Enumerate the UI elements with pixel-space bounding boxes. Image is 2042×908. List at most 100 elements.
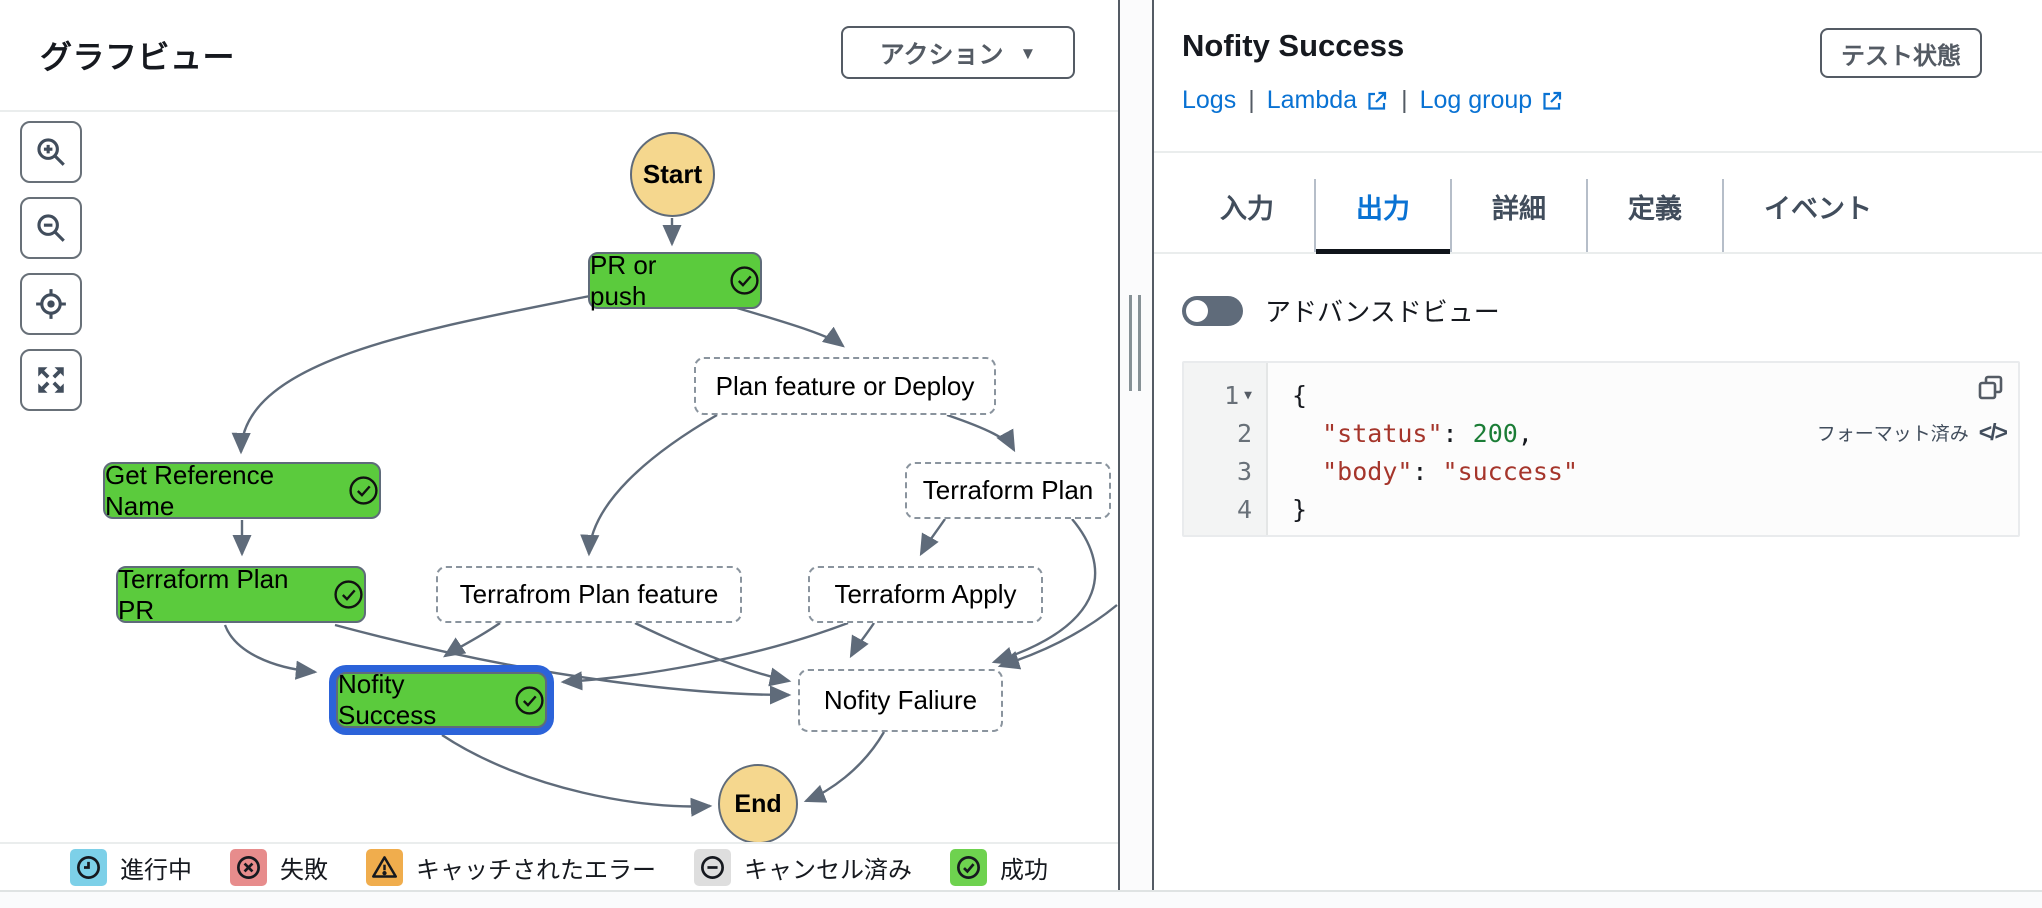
graph-node-terraform-plan-pr[interactable]: Terraform Plan PR (116, 563, 366, 625)
logs-link[interactable]: Logs (1182, 86, 1237, 114)
tab-details[interactable]: 詳細 (1450, 179, 1586, 252)
header-divider (1154, 151, 2042, 153)
test-state-button[interactable]: テスト状態 (1820, 28, 1982, 78)
lambda-link-label: Lambda (1266, 86, 1358, 114)
node-label: Terrafrom Plan feature (459, 579, 719, 609)
legend-item-in-progress: 進行中 (70, 848, 192, 886)
caught-error-icon (366, 848, 403, 886)
bottom-scroll-strip[interactable] (0, 890, 2042, 908)
zoom-in-icon (37, 138, 65, 166)
legend-label: 成功 (1000, 856, 1048, 884)
external-link-icon (1543, 91, 1562, 110)
graph-node-terrafrom-plan-feature[interactable]: Terrafrom Plan feature (436, 566, 742, 623)
code-line: } (1292, 494, 1308, 524)
log-group-link-label: Log group (1419, 86, 1533, 114)
panel-splitter (1118, 0, 1154, 890)
node-label: End (734, 789, 782, 818)
code-line: { (1292, 380, 1308, 410)
json-code[interactable]: { "status": 200, "body": "success" } (1268, 363, 2018, 535)
advanced-view-row: アドバンスドビュー (1182, 292, 2012, 329)
copy-icon (1978, 375, 2003, 400)
node-label: Terraform Plan (922, 475, 1094, 505)
legend-item-failed: 失敗 (230, 848, 328, 886)
link-separator: | (1248, 86, 1255, 114)
external-link-icon (1368, 91, 1387, 110)
zoom-toolbar (20, 121, 82, 411)
node-label: Nofity Faliure (823, 685, 978, 715)
in-progress-icon (70, 848, 107, 886)
graph-node-plan-feature-or-deploy[interactable]: Plan feature or Deploy (694, 357, 996, 415)
output-tab-content: アドバンスドビュー 1 ▼ 2 3 4 { "status": (1154, 254, 2042, 537)
center-graph-button[interactable] (20, 273, 82, 335)
workflow-graph-canvas[interactable]: Start PR or push Plan feature or Deploy … (0, 112, 1118, 842)
node-label: Terraform Apply (834, 579, 1017, 609)
state-details-panel: Nofity Success テスト状態 Logs | Lambda | Log… (1154, 0, 2042, 890)
zoom-in-button[interactable] (20, 121, 82, 183)
success-check-icon (514, 685, 545, 716)
node-label: Nofity Success (338, 669, 437, 730)
graph-node-pr-or-push[interactable]: PR or push (588, 249, 762, 311)
line-number: 2 (1236, 418, 1252, 448)
chevron-down-icon: ▼ (1019, 43, 1037, 63)
graph-view-header: グラフビュー アクション ▼ (0, 0, 1118, 112)
graph-node-terraform-plan[interactable]: Terraform Plan (905, 462, 1111, 519)
tab-output[interactable]: 出力 (1314, 179, 1450, 254)
code-line: "status": 200, (1322, 418, 1533, 448)
failed-icon (230, 848, 267, 886)
legend-label: キャッチされたエラー (416, 856, 656, 884)
line-number: 4 (1236, 494, 1252, 524)
details-tabs: 入力 出力 詳細 定義 イベント (1154, 153, 2042, 254)
advanced-view-label: アドバンスドビュー (1265, 297, 1500, 327)
fit-view-button[interactable] (20, 349, 82, 411)
node-label: Start (642, 159, 703, 189)
fit-view-icon (38, 367, 64, 393)
node-label: Plan feature or Deploy (715, 370, 975, 401)
json-output-viewer: 1 ▼ 2 3 4 { "status": 200, "body": "succ… (1182, 361, 2020, 537)
success-icon (950, 848, 987, 886)
graph-view-panel: グラフビュー アクション ▼ (0, 0, 1118, 890)
line-number[interactable]: 1 ▼ (1184, 376, 1266, 414)
graph-node-terraform-apply[interactable]: Terraform Apply (808, 566, 1043, 623)
success-check-icon (729, 265, 760, 296)
node-label: Terraform Plan PR (118, 563, 289, 625)
splitter-drag-handle[interactable] (1129, 295, 1141, 391)
legend-item-caught-error: キャッチされたエラー (366, 848, 656, 886)
node-label: PR or push (590, 249, 657, 311)
success-check-icon (333, 579, 364, 610)
lambda-link[interactable]: Lambda (1267, 86, 1389, 115)
state-title: Nofity Success (1182, 28, 1405, 63)
line-number-text: 1 (1224, 380, 1240, 410)
graph-node-get-reference-name[interactable]: Get Reference Name (103, 459, 381, 521)
legend-item-cancelled: キャンセル済み (694, 848, 912, 886)
graph-node-nofity-faliure[interactable]: Nofity Faliure (798, 669, 1003, 732)
tab-events[interactable]: イベント (1722, 179, 1912, 252)
link-separator: | (1401, 86, 1408, 114)
graph-node-end[interactable]: End (718, 764, 798, 842)
graph-node-nofity-success[interactable]: Nofity Success (336, 669, 547, 730)
zoom-out-button[interactable] (20, 197, 82, 259)
legend-label: 失敗 (280, 856, 328, 884)
state-details-header: Nofity Success テスト状態 Logs | Lambda | Log… (1154, 0, 2042, 151)
status-legend: 進行中 失敗 キャッチされたエラー (0, 842, 1118, 890)
page-title: グラフビュー (40, 39, 236, 75)
formatted-label: フォーマット済み (1816, 424, 1969, 445)
resource-links: Logs | Lambda | Log group (1182, 86, 2006, 151)
tab-input[interactable]: 入力 (1220, 194, 1274, 224)
collapse-caret-icon[interactable]: ▼ (1244, 387, 1252, 403)
toggle-knob (1186, 299, 1208, 322)
code-view-icon[interactable]: </> (1978, 419, 2008, 445)
line-number: 3 (1236, 456, 1252, 486)
log-group-link[interactable]: Log group (1420, 86, 1565, 115)
workflow-edges (223, 218, 1118, 817)
advanced-view-toggle[interactable] (1182, 295, 1243, 326)
node-label: Get Reference Name (105, 459, 275, 521)
actions-dropdown-button[interactable]: アクション ▼ (841, 26, 1075, 79)
copy-button[interactable] (1976, 373, 2006, 406)
legend-label: キャンセル済み (744, 856, 912, 884)
zoom-out-icon (37, 214, 65, 242)
success-check-icon (348, 475, 379, 506)
tab-definition[interactable]: 定義 (1586, 179, 1722, 252)
graph-node-start[interactable]: Start (630, 132, 715, 217)
